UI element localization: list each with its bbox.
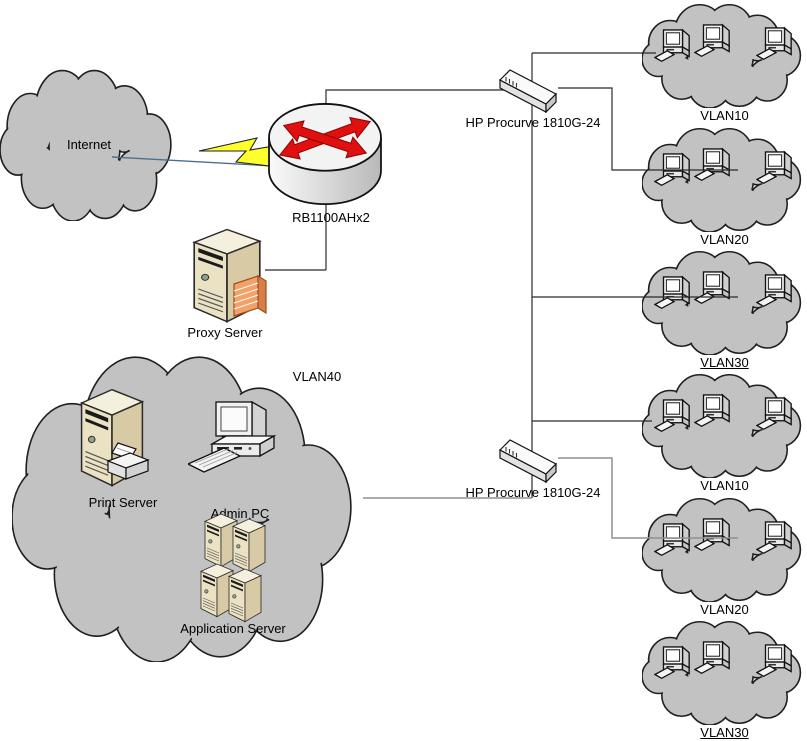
computer-icon — [654, 523, 690, 556]
vlan-cloud-label: VLAN30 — [700, 355, 749, 370]
vlan-cloud-label: VLAN10 — [700, 108, 749, 123]
computer-icon — [756, 644, 792, 677]
vlan-cloud-2: VLAN20 — [642, 127, 807, 249]
switch-bottom-label: HP Procurve 1810G-24 — [465, 485, 601, 500]
computer-icon — [694, 24, 730, 57]
switch-bottom-icon — [499, 439, 557, 483]
firewall-icon — [233, 274, 267, 317]
application-server-label: Application Server — [180, 621, 286, 636]
computer-icon — [756, 27, 792, 60]
internet-cloud: Internet — [0, 68, 178, 221]
computer-icon — [694, 641, 730, 674]
computer-icon — [694, 148, 730, 181]
computer-icon — [654, 646, 690, 679]
application-server-icon — [200, 513, 266, 623]
computer-icon — [694, 518, 730, 551]
vlan-cloud-label: VLAN20 — [700, 232, 749, 247]
computer-icon — [654, 276, 690, 309]
proxy-server-label: Proxy Server — [187, 325, 263, 340]
vlan-cloud-6: VLAN30 — [642, 620, 807, 741]
switch-top-icon — [499, 69, 557, 113]
router-icon — [268, 103, 382, 205]
computer-icon — [654, 29, 690, 62]
admin-pc-icon — [188, 400, 277, 473]
vlan-cloud-3: VLAN30 — [642, 250, 807, 372]
vlan-cloud-5: VLAN20 — [642, 497, 807, 619]
printer-icon — [106, 442, 150, 480]
computer-icon — [654, 399, 690, 432]
computer-icon — [654, 153, 690, 186]
router-label: RB1100AHx2 — [292, 210, 370, 225]
switch-top-label: HP Procurve 1810G-24 — [465, 115, 601, 130]
vlan-cloud-label: VLAN20 — [700, 602, 749, 617]
internet-label: Internet — [66, 137, 112, 152]
vlan-cloud-label: VLAN30 — [700, 725, 749, 740]
vlan40-label: VLAN40 — [292, 369, 342, 384]
computer-icon — [756, 397, 792, 430]
vlan40-cloud: VLAN40 — [12, 352, 365, 662]
computer-icon — [756, 274, 792, 307]
computer-icon — [694, 271, 730, 304]
computer-icon — [694, 394, 730, 427]
vlan-cloud-label: VLAN10 — [700, 478, 749, 493]
vlan-cloud-4: VLAN10 — [642, 373, 807, 495]
computer-icon — [756, 521, 792, 554]
vlan-cloud-1: VLAN10 — [642, 3, 807, 125]
print-server-label: Print Server — [88, 495, 158, 510]
computer-icon — [756, 151, 792, 184]
